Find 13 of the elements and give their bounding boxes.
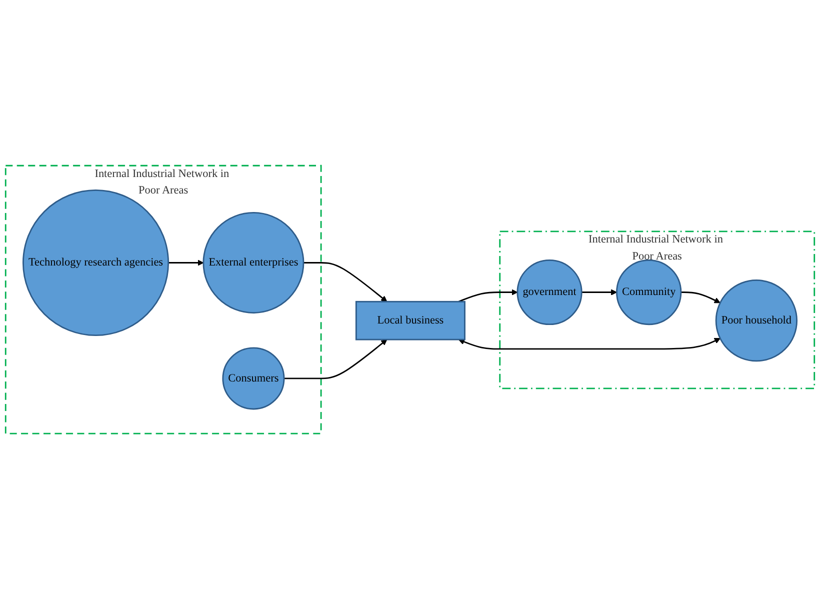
arrow xyxy=(458,338,720,350)
node-box: Local business xyxy=(355,300,466,340)
node-circle: Poor household xyxy=(715,279,798,362)
node-circle: Consumers xyxy=(222,347,285,410)
arrow xyxy=(458,289,518,302)
arrow xyxy=(168,260,204,266)
arrow xyxy=(680,291,720,304)
arrow xyxy=(284,339,388,380)
node-circle: government xyxy=(516,259,582,325)
node-circle: Community xyxy=(616,259,682,325)
arrow xyxy=(304,262,388,302)
node-circle: External enterprises xyxy=(202,212,304,314)
arrow xyxy=(582,289,617,296)
